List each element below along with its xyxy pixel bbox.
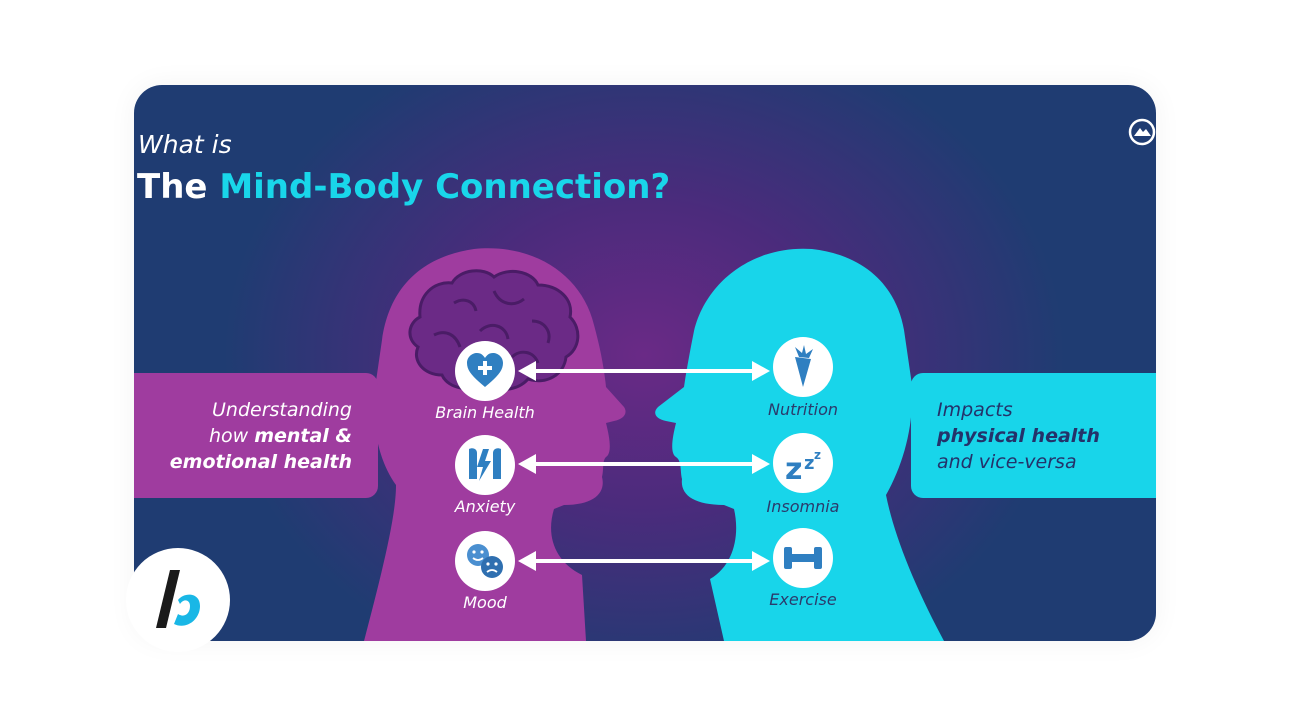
nutrition-node [773, 337, 833, 397]
zzz-icon: z z z [785, 448, 821, 487]
body-description-panel: Impacts physical health and vice-versa [911, 373, 1156, 498]
title-white-part: The [137, 167, 208, 207]
brand-logo-icon [126, 548, 230, 652]
mood-label: Mood [463, 593, 507, 612]
brain-health-label: Brain Health [435, 403, 535, 422]
lightning-head-icon [469, 448, 501, 481]
insomnia-label: Insomnia [766, 497, 840, 516]
mind-desc-line-2: how mental & [208, 425, 352, 447]
arrow-anxiety-insomnia [518, 454, 770, 474]
body-desc-line-2: physical health [937, 425, 1100, 447]
carrot-icon [795, 345, 813, 387]
arrow-mood-exercise [518, 551, 770, 571]
title-line-1: What is [138, 130, 232, 159]
mind-desc-line-3: emotional health [169, 451, 352, 473]
nutrition-label: Nutrition [767, 400, 839, 419]
arrow-brain-nutrition [518, 361, 770, 381]
insomnia-node: z z z [773, 433, 833, 493]
title-highlight-part: Mind-Body Connection? [219, 167, 671, 207]
anxiety-label: Anxiety [454, 497, 516, 516]
mind-desc-line-1: Understanding [212, 399, 352, 421]
mind-description-panel: Understanding how mental & emotional hea… [134, 373, 378, 498]
infographic-card: What is The Mind-Body Connection? Unders… [134, 85, 1156, 641]
brain-icon [408, 269, 580, 391]
exercise-label: Exercise [769, 590, 837, 609]
dumbbell-icon [784, 547, 822, 569]
faces-icon [467, 544, 503, 578]
svg-text:z: z [814, 448, 821, 462]
body-desc-line-3: and vice-versa [937, 451, 1077, 473]
connection-arrows [518, 361, 770, 571]
mountain-logo-icon [1128, 118, 1156, 146]
page-title: The Mind-Body Connection? [137, 167, 670, 207]
svg-text:z: z [785, 452, 802, 487]
brain-health-node [455, 341, 515, 401]
mood-node [455, 531, 515, 591]
anxiety-node [455, 435, 515, 495]
svg-text:z: z [804, 453, 814, 474]
heart-plus-icon [467, 353, 503, 387]
exercise-node [773, 528, 833, 588]
body-desc-line-1: Impacts [937, 399, 1013, 421]
